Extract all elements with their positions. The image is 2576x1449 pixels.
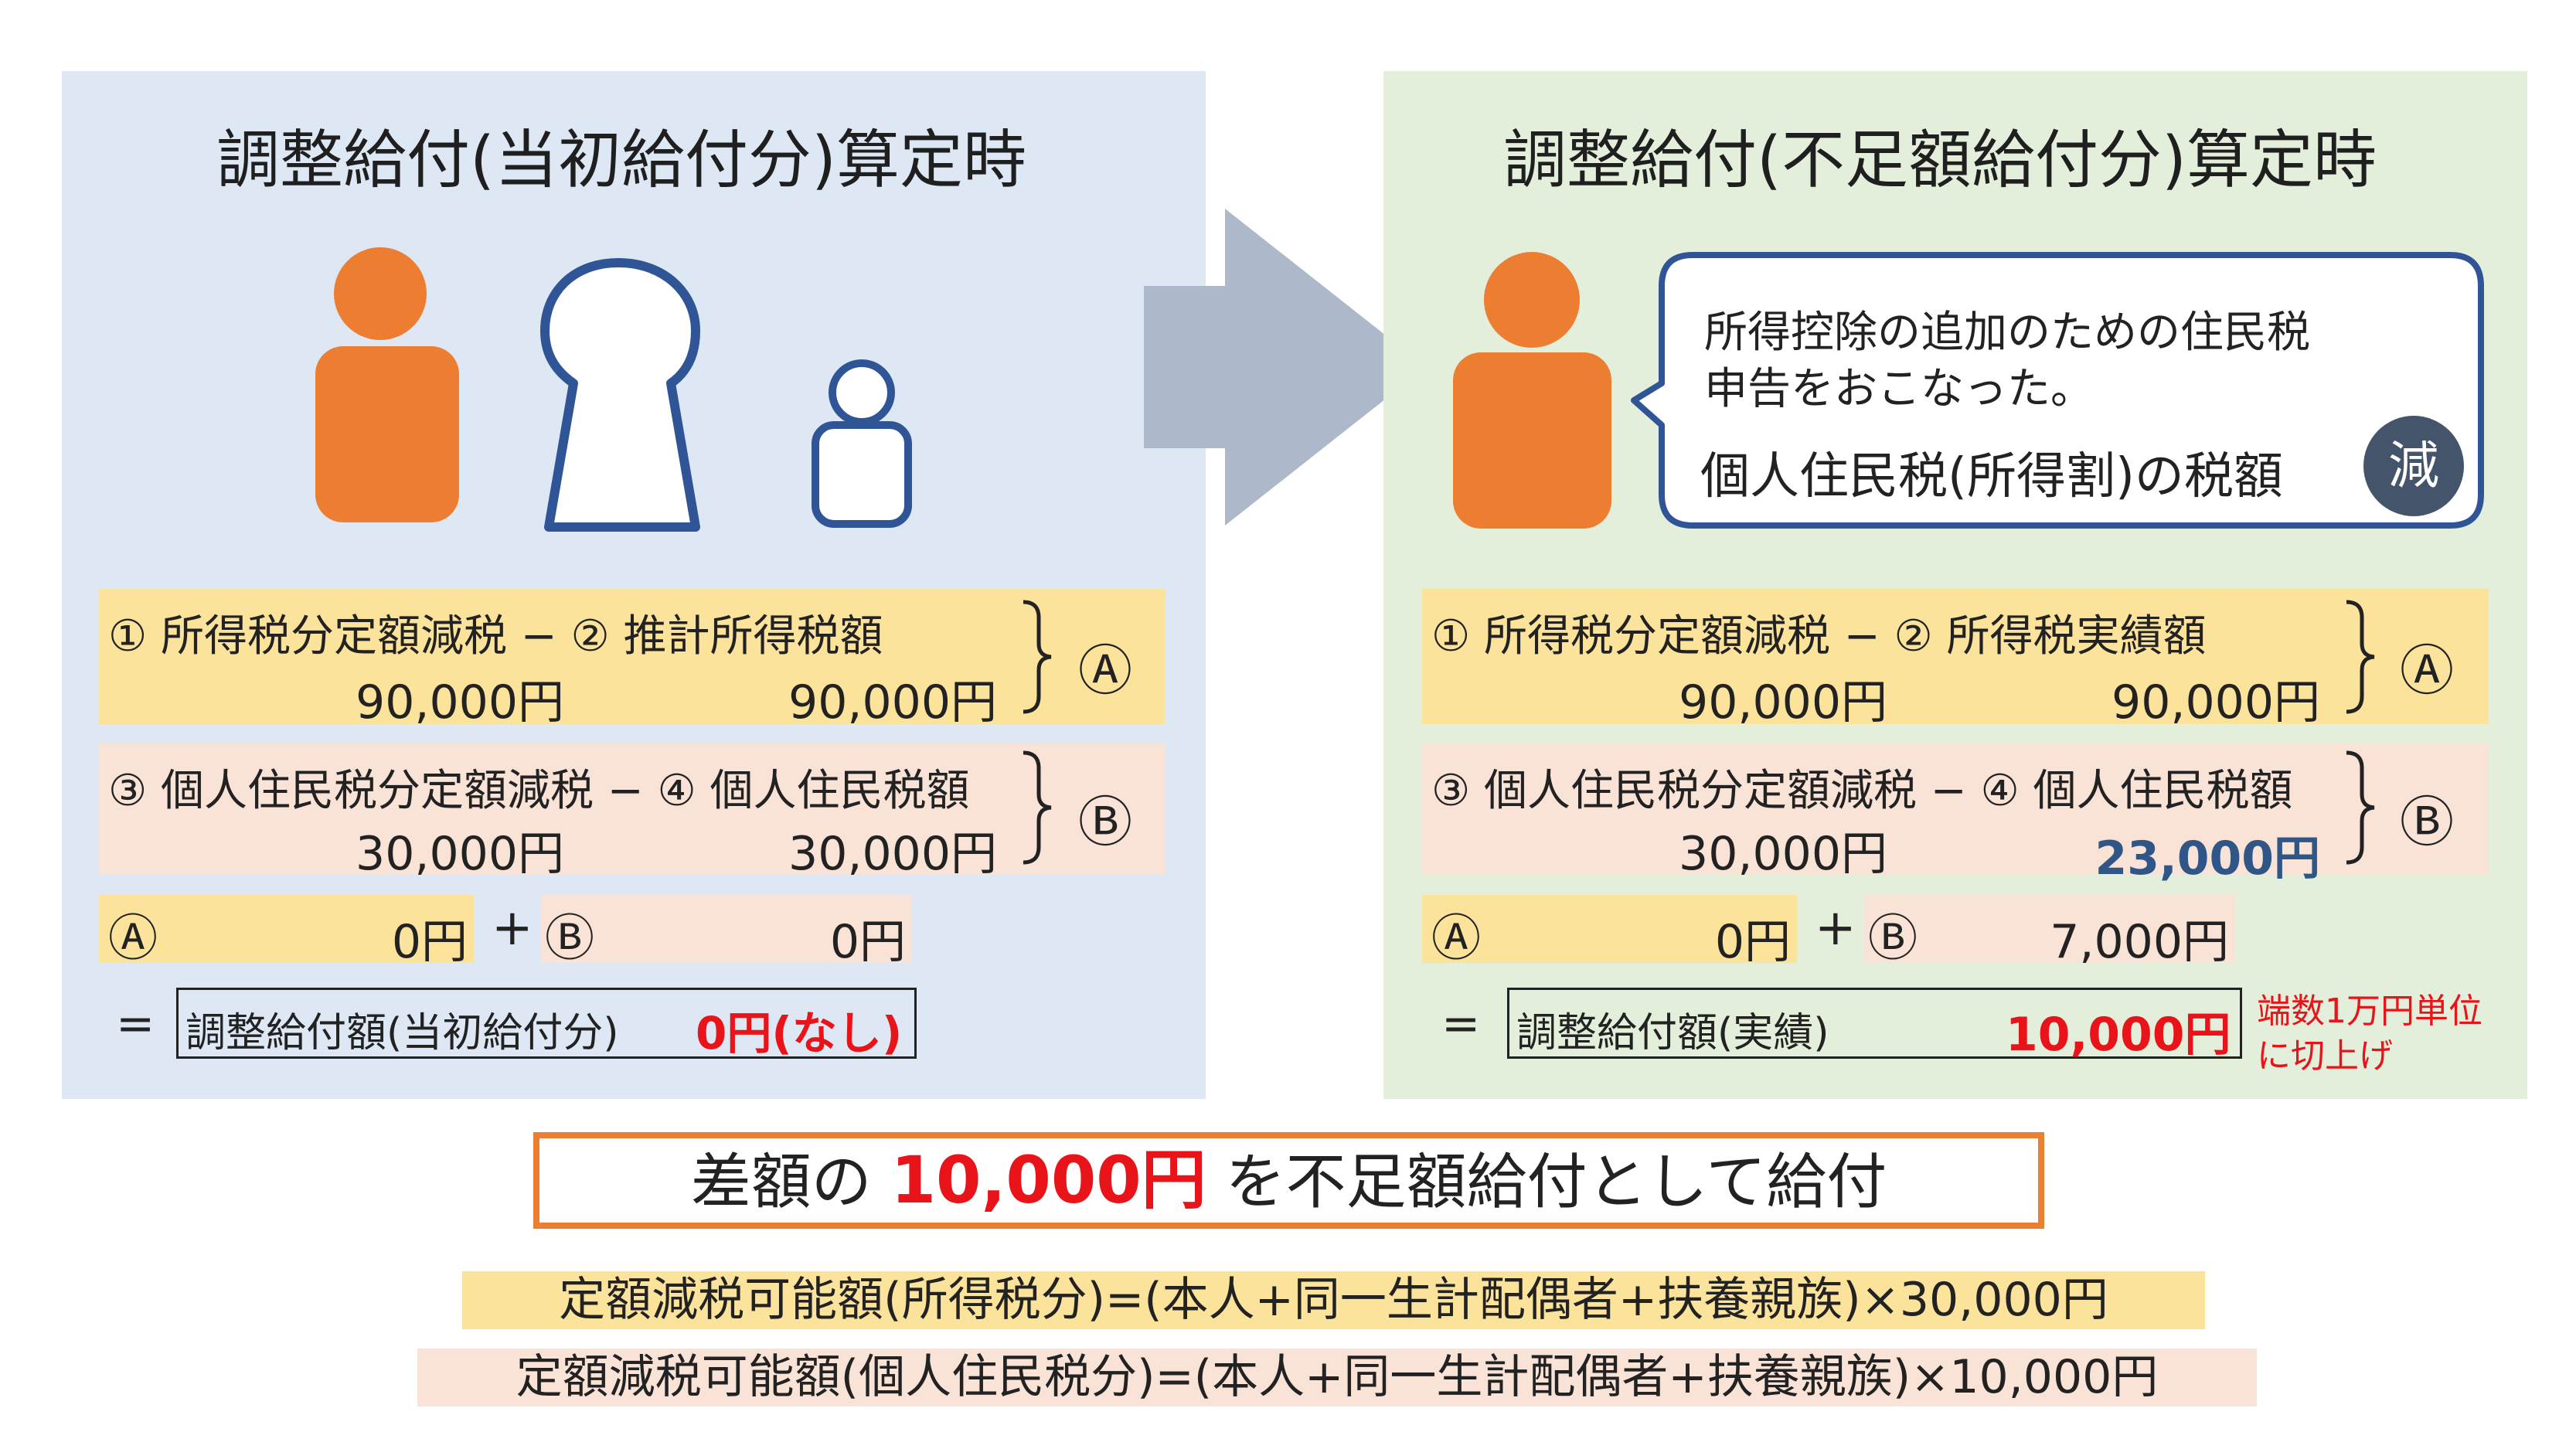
right-result-box (1507, 988, 2242, 1059)
right-row2-mark: Ⓑ (2400, 791, 2454, 854)
right-row1-label: ① 所得税分定額減税 − ② 所得税実績額 (1431, 611, 2207, 662)
right-panel-title: 調整給付(不足額給付分)算定時 (1503, 124, 2377, 197)
formula-resident-tax: 定額減税可能額(個人住民税分)=(本人+同一生計配偶者+扶養親族)×10,000… (417, 1349, 2257, 1406)
person-orange-icon (315, 247, 459, 522)
left-row1-label: ① 所得税分定額減税 − ② 推計所得税額 (108, 611, 883, 662)
left-row2-box (99, 743, 1165, 875)
right-row1-box (1422, 589, 2489, 724)
right-result-label: 調整給付額(実績) (1516, 1010, 1829, 1056)
formula-income-tax: 定額減税可能額(所得税分)=(本人+同一生計配偶者+扶養親族)×30,000円 (462, 1271, 2205, 1329)
summary-box: 差額の 10,000円 を不足額給付として給付 (533, 1132, 2044, 1229)
left-row2-value1: 30,000円 (356, 827, 564, 881)
person-orange-icon (1453, 252, 1611, 529)
right-sum-plus: + (1815, 900, 1856, 957)
speech-bubble (1631, 252, 2484, 529)
left-sum-a-value: 0円 (391, 915, 468, 969)
bubble-line1: 所得控除の追加のための住民税 (1704, 308, 2310, 358)
left-panel-title: 調整給付(当初給付分)算定時 (216, 124, 1026, 197)
left-sum-a-box (99, 895, 474, 963)
left-row2-label: ③ 個人住民税分定額減税 − ④ 個人住民税額 (108, 766, 970, 816)
left-sum-b-value: 0円 (829, 915, 906, 969)
summary-suffix: を不足額給付として給付 (1206, 1148, 1887, 1217)
summary-prefix: 差額の (690, 1148, 891, 1217)
left-row1-mark: Ⓐ (1078, 639, 1132, 702)
right-row1-value1: 90,000円 (1679, 675, 1887, 730)
left-result-value: 0円(なし) (696, 1007, 903, 1060)
right-row1-mark: Ⓐ (2400, 639, 2454, 702)
left-sum-b-box (541, 895, 912, 963)
family-figures (315, 247, 912, 532)
summary-amount: 10,000円 (890, 1142, 1206, 1218)
left-row2-value2: 30,000円 (788, 827, 997, 881)
left-sum-a-mark: Ⓐ (108, 910, 158, 968)
child-outline-icon (812, 359, 912, 528)
left-row1-box (99, 589, 1165, 724)
left-row1-brace (1023, 600, 1052, 714)
left-sum-plus: + (492, 900, 533, 957)
right-result-equals: = (1441, 997, 1481, 1051)
right-sum-b-value: 7,000円 (2050, 915, 2229, 969)
right-row1-value2: 90,000円 (2112, 675, 2320, 730)
person-outline-icon (540, 258, 700, 532)
right-row1-brace (2346, 600, 2375, 714)
right-sum-a-mark: Ⓐ (1431, 910, 1481, 968)
left-result-equals: = (116, 997, 155, 1051)
left-row1-value1: 90,000円 (356, 675, 564, 730)
left-row1-value2: 90,000円 (788, 675, 997, 730)
left-result-label: 調整給付額(当初給付分) (185, 1010, 619, 1056)
bubble-line2: 申告をおこなった。 (1704, 364, 2094, 414)
right-sum-b-mark: Ⓑ (1868, 910, 1918, 968)
right-sum-a-box (1422, 895, 1797, 963)
left-row2-brace (1023, 750, 1052, 865)
decrease-badge: 減 (2363, 416, 2464, 516)
right-sum-b-box (1864, 895, 2235, 963)
right-row2-box (1422, 743, 2489, 875)
right-row2-brace (2346, 750, 2375, 865)
rounding-note-line1: 端数1万円単位 (2257, 992, 2482, 1031)
bubble-line3: 個人住民税(所得割)の税額 (1700, 448, 2283, 505)
rounding-note-line2: に切上げ (2257, 1036, 2393, 1076)
left-result-box (176, 988, 917, 1059)
right-sum-a-value: 0円 (1714, 915, 1791, 969)
left-row2-mark: Ⓑ (1078, 791, 1132, 854)
left-sum-b-mark: Ⓑ (545, 910, 594, 968)
right-arrow-icon (1144, 209, 1426, 526)
right-row2-value1: 30,000円 (1679, 827, 1887, 881)
right-row2-label: ③ 個人住民税分定額減税 − ④ 個人住民税額 (1431, 766, 2293, 816)
right-result-value: 10,000円 (2006, 1008, 2231, 1062)
right-row2-value2: 23,000円 (2094, 832, 2320, 886)
